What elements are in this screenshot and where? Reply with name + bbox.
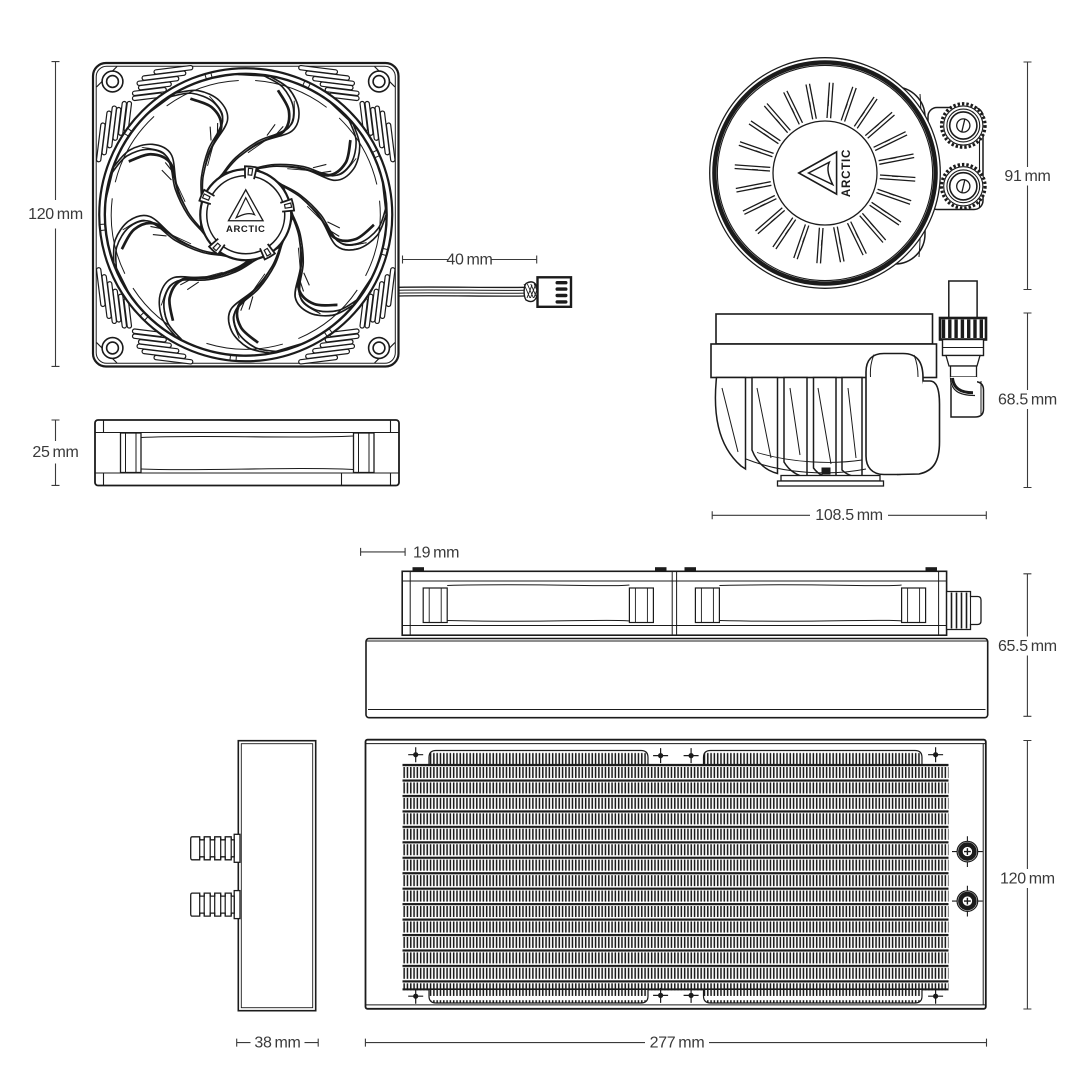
svg-text:108.5 mm: 108.5 mm (815, 507, 883, 524)
svg-text:91 mm: 91 mm (1004, 168, 1050, 185)
svg-text:65.5 mm: 65.5 mm (998, 638, 1057, 655)
svg-text:120 mm: 120 mm (1000, 870, 1055, 887)
svg-text:ARCTIC: ARCTIC (226, 224, 266, 235)
svg-text:19 mm: 19 mm (413, 545, 459, 562)
svg-text:ARCTIC: ARCTIC (841, 149, 853, 197)
svg-text:38 mm: 38 mm (254, 1034, 300, 1051)
svg-text:25 mm: 25 mm (32, 444, 78, 461)
svg-text:277 mm: 277 mm (650, 1034, 705, 1051)
svg-text:40 mm: 40 mm (446, 251, 492, 268)
svg-text:68.5 mm: 68.5 mm (998, 391, 1057, 408)
svg-text:120 mm: 120 mm (28, 206, 83, 223)
